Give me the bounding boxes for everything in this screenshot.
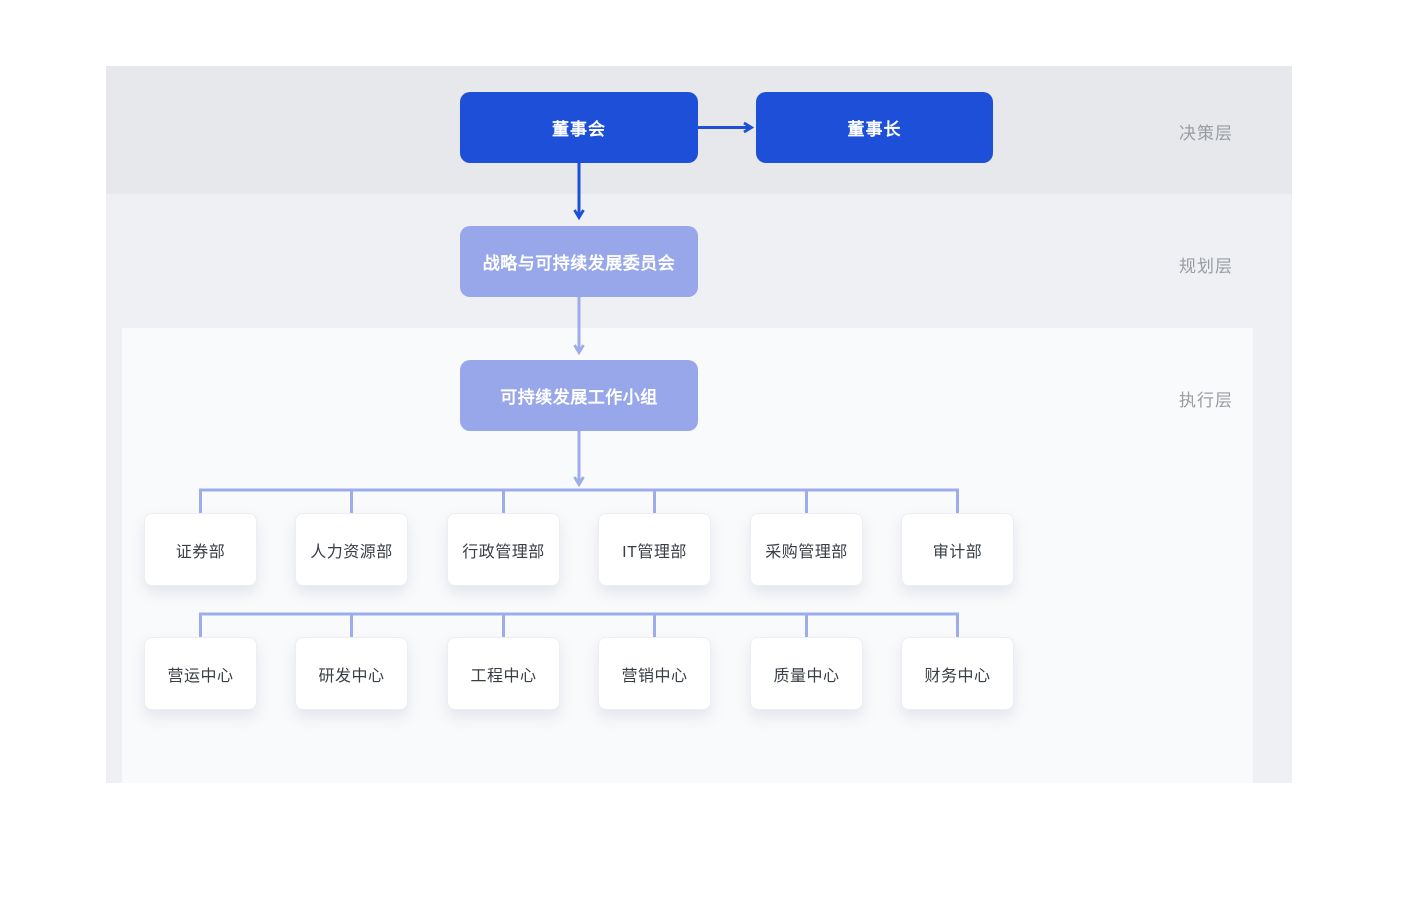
org-chart-canvas: 决策层 规划层 执行层 董事会 董事长 战略与可持续发展委员会 可持续发展工作小… (106, 66, 1292, 783)
decision-layer-label: 决策层 (1179, 124, 1233, 143)
dept-procurement: 采购管理部 (750, 513, 863, 586)
node-board-of-directors: 董事会 (460, 92, 698, 163)
planning-layer-label: 规划层 (1179, 257, 1233, 276)
center-engineering: 工程中心 (447, 637, 560, 710)
node-strategy-committee: 战略与可持续发展委员会 (460, 226, 698, 297)
center-marketing: 营销中心 (598, 637, 711, 710)
dept-it-management: IT管理部 (598, 513, 711, 586)
dept-human-resources: 人力资源部 (295, 513, 408, 586)
dept-securities: 证券部 (144, 513, 257, 586)
decision-layer-band (106, 66, 1292, 194)
center-quality: 质量中心 (750, 637, 863, 710)
dept-administration: 行政管理部 (447, 513, 560, 586)
node-chairman: 董事长 (756, 92, 993, 163)
center-finance: 财务中心 (901, 637, 1014, 710)
node-sustainability-workgroup: 可持续发展工作小组 (460, 360, 698, 431)
dept-audit: 审计部 (901, 513, 1014, 586)
center-operations: 营运中心 (144, 637, 257, 710)
execution-layer-label: 执行层 (1179, 391, 1233, 410)
center-rnd: 研发中心 (295, 637, 408, 710)
